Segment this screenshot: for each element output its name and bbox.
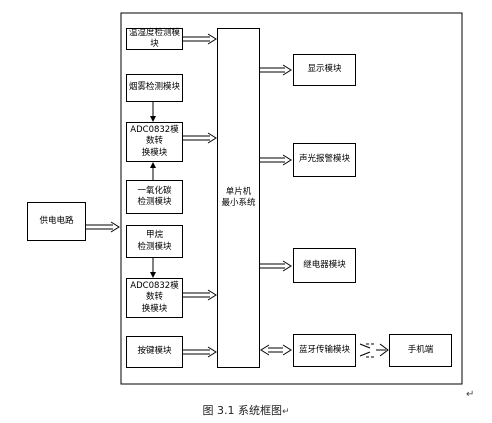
paragraph-mark: ↵ [281, 407, 290, 417]
system-frame [120, 12, 463, 385]
paragraph-mark: ↵ [466, 389, 475, 400]
arrow-adc-top-to-mcu [183, 132, 217, 144]
caption-text: 图 3.1 系统框图 [202, 404, 282, 417]
wireless-link [359, 343, 389, 358]
methane-sensor-block: 甲烷 检测模块 [126, 225, 183, 258]
mcu-block: 单片机 最小系统 [217, 28, 260, 368]
smoke-sensor-block: 烟雾检测模块 [126, 74, 183, 102]
power-supply-block: 供电电路 [27, 202, 86, 241]
arrow-mcu-to-display [260, 64, 292, 76]
co-sensor-block: 一氧化碳 检测模块 [126, 180, 183, 214]
arrow-keys-to-mcu [183, 346, 217, 358]
bluetooth-block: 蓝牙传输模块 [293, 334, 356, 367]
temp-sensor-block: 温湿度检测模块 [126, 28, 183, 50]
arrow-temp-to-mcu [183, 33, 217, 45]
arrow-mcu-to-relay [260, 260, 292, 272]
adc-top-block: ADC0832模数转 换模块 [126, 122, 183, 162]
alarm-block: 声光报警模块 [293, 143, 356, 177]
arrow-power-to-system [86, 221, 120, 233]
display-block: 显示模块 [293, 54, 356, 86]
adc-bottom-block: ADC0832模数转 换模块 [126, 278, 183, 318]
arrow-mcu-bt-bidirectional [260, 344, 292, 356]
phone-block: 手机端 [389, 334, 452, 367]
figure-caption: 图 3.1 系统框图↵ [0, 402, 492, 418]
arrow-adc-bottom-to-mcu [183, 289, 217, 301]
arrow-mcu-to-alarm [260, 154, 292, 166]
relay-block: 继电器模块 [293, 248, 356, 283]
keys-block: 按键模块 [126, 336, 183, 368]
